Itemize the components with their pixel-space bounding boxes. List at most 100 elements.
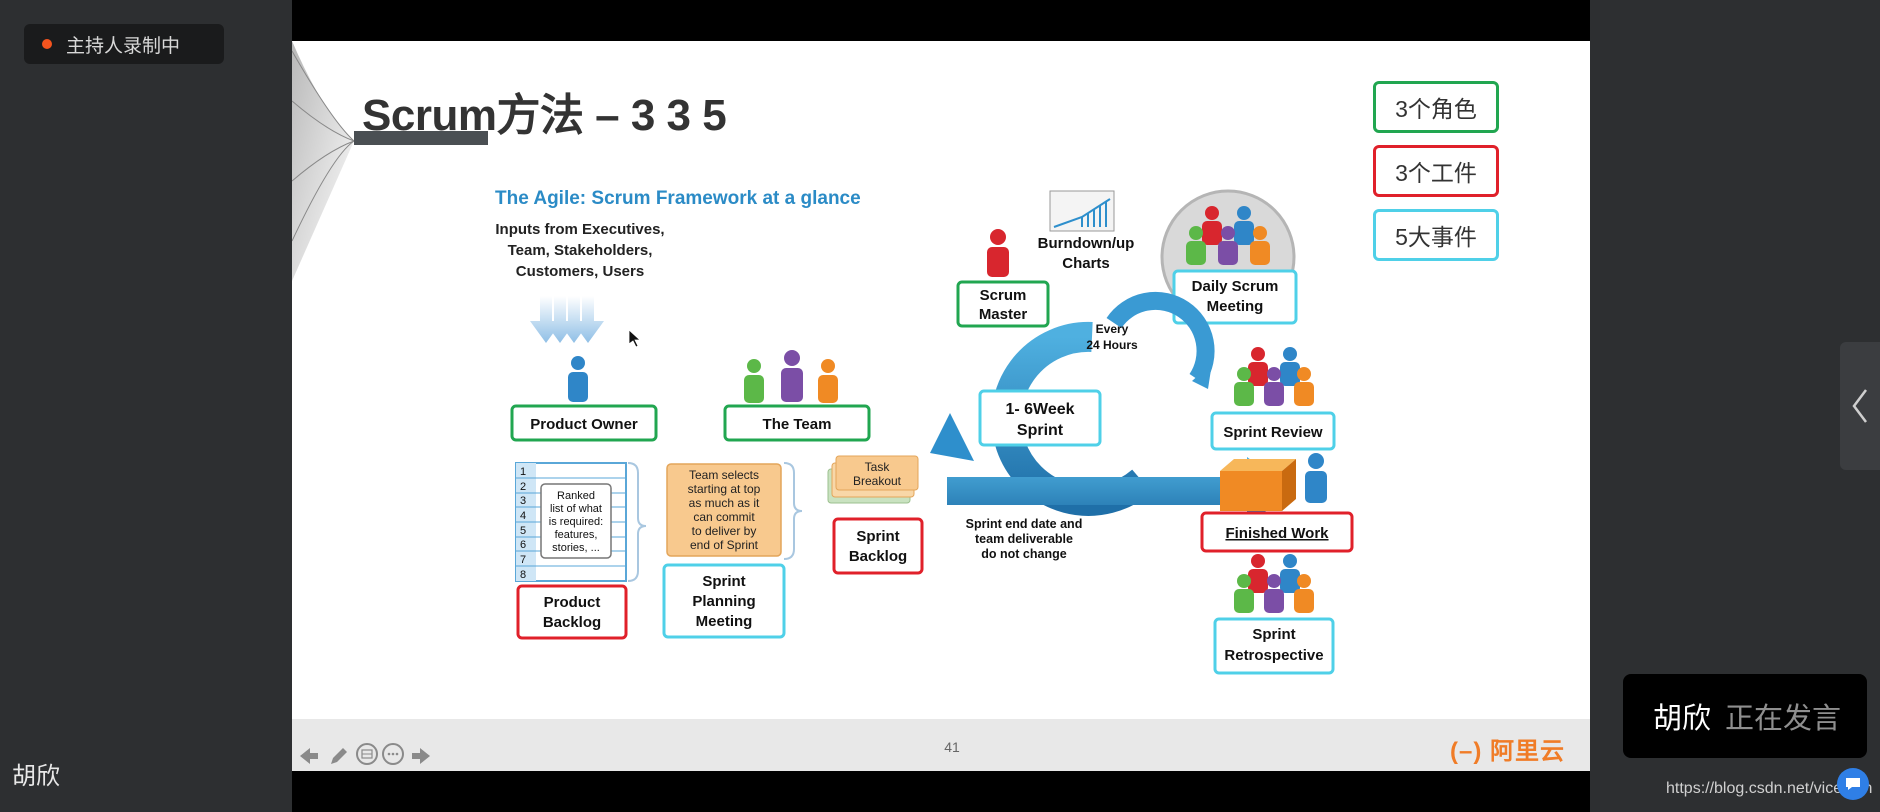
recording-label: 主持人录制中: [66, 35, 181, 57]
page-number: 41: [944, 739, 960, 755]
ranked-line-4: features,: [555, 529, 598, 541]
presenter-name: 胡欣: [12, 763, 60, 790]
grid-icon: [361, 749, 373, 759]
backlog-num-4: 4: [520, 510, 526, 522]
inputs-line-2: Team, Stakeholders,: [508, 242, 653, 259]
inputs-text: Inputs from Executives, Team, Stakeholde…: [495, 221, 664, 280]
slide-nav-controls: [296, 743, 434, 769]
backlog-num-7: 7: [520, 554, 526, 566]
task-breakout-line-1: Task: [865, 460, 891, 474]
more-dots-icon: [387, 752, 399, 756]
ranked-line-3: is required:: [549, 516, 603, 528]
title-underline: [354, 131, 488, 145]
mouse-cursor-icon: [628, 329, 642, 348]
diagram-heading: The Agile: Scrum Framework at a glance: [495, 188, 861, 209]
task-breakout-line-2: Breakout: [853, 474, 902, 488]
sprint-review-label: Sprint Review: [1223, 424, 1323, 441]
finished-work-label: Finished Work: [1225, 525, 1329, 542]
ranked-note: Ranked list of what is required: feature…: [549, 490, 603, 554]
scrum-master-line-2: Master: [979, 306, 1028, 323]
backlog-num-2: 2: [520, 481, 526, 493]
team-selects-line-6: end of Sprint: [690, 538, 759, 552]
active-speaker-card: 胡欣 正在发言: [1623, 674, 1867, 758]
presentation-stage: The Agile: Scrum Framework at a glance I…: [292, 0, 1590, 812]
daily-scrum-line-1: Daily Scrum: [1192, 278, 1279, 295]
inputs-arrow-icon: [530, 296, 604, 343]
ranked-line-1: Ranked: [557, 490, 595, 502]
sprint-backlog-line-2: Backlog: [849, 548, 907, 565]
more-options-button[interactable]: [382, 743, 404, 765]
prev-slide-button[interactable]: [296, 743, 322, 769]
sprint-retro-line-2: Retrospective: [1224, 647, 1323, 664]
burndown-line-1: Burndown/up: [1038, 235, 1135, 252]
aliyun-logo: (–) 阿里云: [1450, 738, 1565, 765]
sprint-planning-line-3: Meeting: [696, 613, 753, 630]
chat-icon: [1846, 778, 1860, 790]
chevron-left-icon: [1852, 389, 1867, 423]
watermark-url: https://blog.csdn.net/vicenian: [1666, 780, 1873, 797]
pen-icon: [331, 748, 347, 764]
every-24-line-2: 24 Hours: [1086, 338, 1138, 352]
sprint-end-line-3: do not change: [981, 547, 1066, 561]
slide: The Agile: Scrum Framework at a glance I…: [292, 41, 1590, 771]
sprint-line-1: 1- 6Week: [1005, 401, 1074, 418]
ranked-line-5: stories, ...: [552, 542, 600, 554]
product-backlog-line-1: Product: [544, 594, 601, 611]
backlog-num-1: 1: [520, 466, 526, 478]
burndown-line-2: Charts: [1062, 255, 1110, 272]
chat-button[interactable]: [1837, 768, 1869, 800]
sprint-end-line-2: team deliverable: [975, 532, 1073, 546]
inputs-line-3: Customers, Users: [516, 263, 644, 280]
inputs-line-1: Inputs from Executives,: [495, 221, 664, 238]
daily-scrum-line-2: Meeting: [1207, 298, 1264, 315]
sprint-review-people-icon: [1234, 347, 1314, 406]
team-label: The Team: [763, 416, 832, 433]
team-selects-brace-icon: [783, 462, 803, 560]
scrum-master-person-icon: [987, 229, 1009, 277]
side-panel-toggle[interactable]: [1840, 342, 1880, 470]
speaker-name: 胡欣: [1653, 703, 1712, 735]
team-selects-note: Team selects starting at top as much as …: [688, 468, 761, 552]
backlog-num-6: 6: [520, 539, 526, 551]
recording-badge: 主持人录制中: [24, 24, 224, 64]
legend-events: 5大事件: [1373, 209, 1499, 261]
product-owner-label: Product Owner: [530, 416, 638, 433]
arrow-left-icon: [300, 748, 318, 764]
sprint-backlog-line-1: Sprint: [856, 528, 899, 545]
team-selects-line-3: as much as it: [689, 496, 760, 510]
slide-footer: [292, 719, 1590, 771]
next-slide-button[interactable]: [408, 743, 434, 769]
recording-dot-icon: [42, 39, 52, 49]
product-backlog-line-2: Backlog: [543, 614, 601, 631]
sprint-retro-line-1: Sprint: [1252, 626, 1295, 643]
backlog-num-8: 8: [520, 569, 526, 581]
team-selects-line-5: to deliver by: [692, 524, 757, 538]
backlog-num-5: 5: [520, 525, 526, 537]
sprint-end-line-1: Sprint end date and: [966, 517, 1083, 531]
sprint-planning-line-2: Planning: [692, 593, 755, 610]
corner-decoration: [292, 41, 355, 281]
backlog-numbers: 1 2 3 4 5 6 7 8: [520, 466, 526, 581]
backlog-num-3: 3: [520, 495, 526, 507]
task-breakout-stack-icon: [827, 455, 919, 504]
product-owner-person-icon: [568, 356, 588, 402]
ranked-line-2: list of what: [550, 503, 602, 515]
finished-work-box-icon: [1220, 453, 1327, 511]
sprint-line-2: Sprint: [1017, 422, 1064, 439]
every-24-line-1: Every: [1096, 322, 1129, 336]
slides-grid-button[interactable]: [356, 743, 378, 765]
team-selects-line-4: can commit: [693, 510, 755, 524]
speaker-status: 正在发言: [1725, 703, 1842, 735]
arrow-right-icon: [412, 748, 430, 764]
pen-tool-button[interactable]: [326, 743, 352, 769]
legend-artifacts: 3个工件: [1373, 145, 1499, 197]
team-selects-line-1: Team selects: [689, 468, 759, 482]
team-people-icon: [744, 350, 838, 403]
sprint-planning-line-1: Sprint: [702, 573, 745, 590]
team-selects-line-2: starting at top: [688, 482, 761, 496]
legend-roles: 3个角色: [1373, 81, 1499, 133]
slide-diagram: The Agile: Scrum Framework at a glance I…: [292, 41, 1354, 675]
scrum-master-line-1: Scrum: [980, 287, 1027, 304]
sprint-end-note: Sprint end date and team deliverable do …: [966, 517, 1083, 561]
sprint-retro-people-icon: [1234, 554, 1314, 613]
